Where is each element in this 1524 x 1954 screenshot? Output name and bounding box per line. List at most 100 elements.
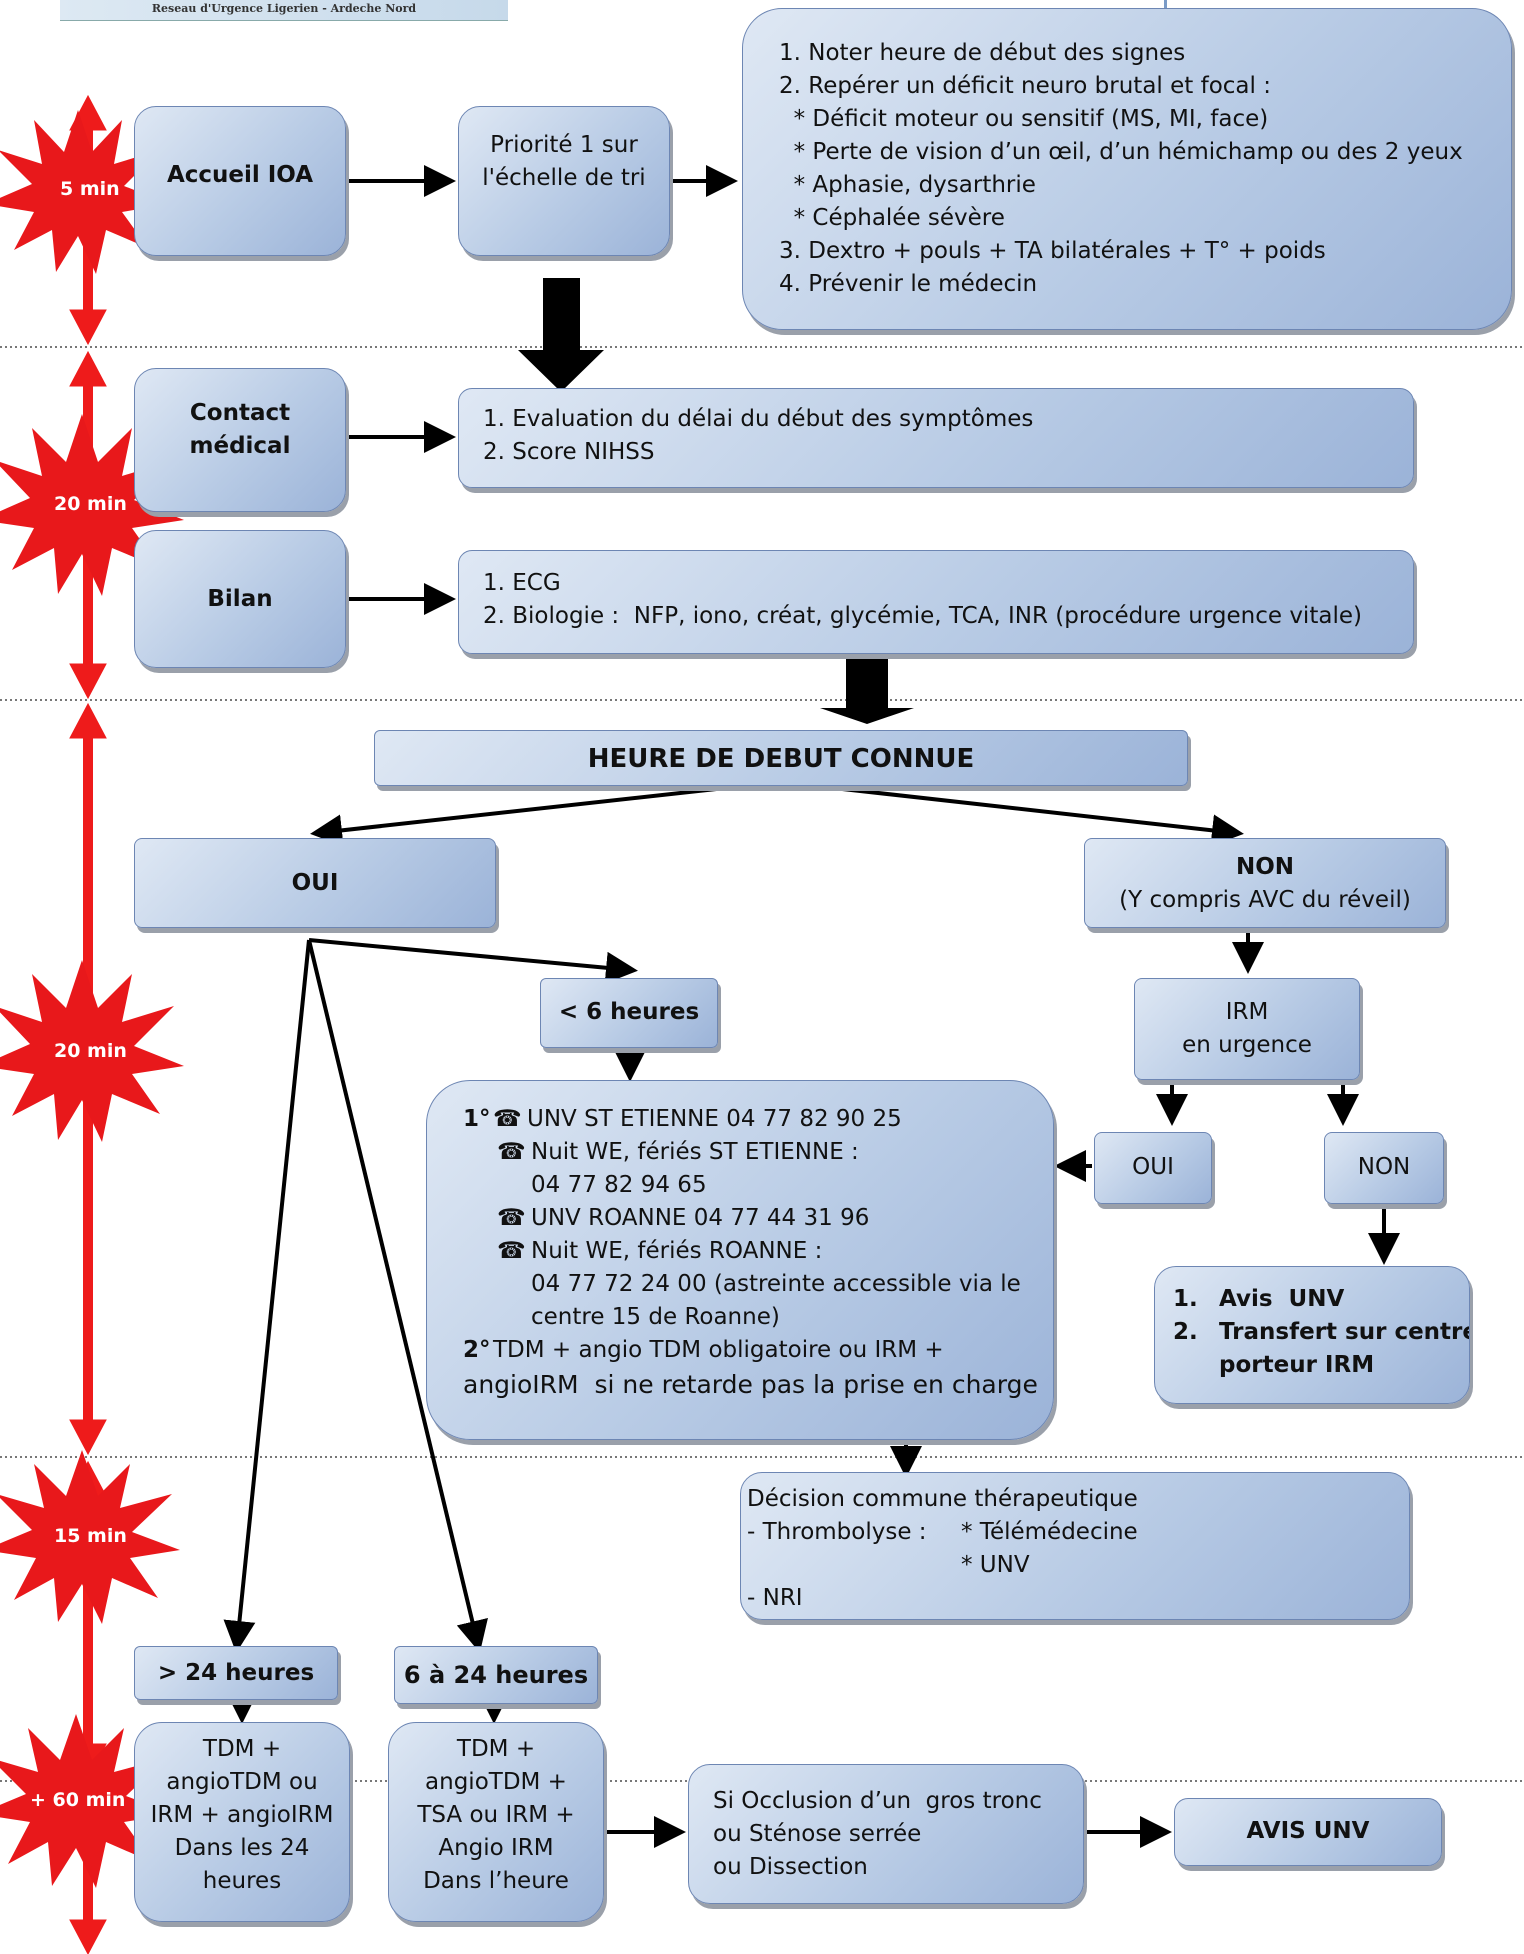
timeline-label-60min: + 60 min <box>30 1789 126 1811</box>
occlusion-box: Si Occlusion d’un gros tronc ou Sténose … <box>688 1764 1084 1904</box>
tdm1-line2: angioTDM ou <box>166 1769 318 1795</box>
decision-line1: Décision commune thérapeutique <box>747 1486 1138 1512</box>
tdm2-line1: TDM + <box>456 1736 536 1762</box>
step-2c: * Aphasie, dysarthrie <box>779 172 1036 198</box>
burst-20min-b <box>0 960 184 1142</box>
accueil-box: Accueil IOA <box>134 106 346 256</box>
bilan-box: Bilan <box>134 530 346 668</box>
arrow-oui-6-24 <box>307 939 488 1653</box>
avis-num2: 2. <box>1173 1319 1198 1345</box>
heure-connue-label: HEURE DE DEBUT CONNUE <box>587 744 975 774</box>
bilan-detail-line1: 1. ECG <box>483 570 561 596</box>
non-line2: (Y compris AVC du réveil) <box>1119 887 1411 913</box>
tdm2-line4: Angio IRM <box>438 1835 554 1861</box>
accueil-label: Accueil IOA <box>166 162 314 188</box>
avis-transfert-box: 1. Avis UNV 2. Transfert sur centre port… <box>1154 1266 1470 1404</box>
oui-label: OUI <box>291 870 339 896</box>
decision-box: Décision commune thérapeutique - Thrombo… <box>740 1472 1410 1620</box>
tdm1-line5: heures <box>202 1868 282 1894</box>
irm-non-box: NON <box>1324 1132 1444 1204</box>
bilan-label: Bilan <box>207 586 273 612</box>
non-line1: NON <box>1235 854 1295 880</box>
contacts-step2-num: 2° <box>463 1337 491 1363</box>
step-2d: * Céphalée sévère <box>779 205 1005 231</box>
avis-line3: porteur IRM <box>1219 1352 1375 1378</box>
step-3: 3. Dextro + pouls + TA bilatérales + T° … <box>779 238 1326 264</box>
unv-roanne: UNV ROANNE 04 77 44 31 96 <box>531 1205 870 1231</box>
decision-telemedecine: * Télémédecine <box>961 1519 1138 1545</box>
tdm2-line5: Dans l’heure <box>423 1868 569 1894</box>
unv-st-etienne: UNV ST ETIENNE 04 77 82 90 25 <box>527 1106 902 1132</box>
irm-oui-label: OUI <box>1132 1154 1174 1180</box>
avis-unv-label: AVIS UNV <box>1246 1818 1370 1844</box>
decision-unv: * UNV <box>961 1552 1030 1578</box>
burst-15min <box>0 1450 180 1624</box>
h6-24-box: 6 à 24 heures <box>394 1646 598 1704</box>
h6-24-label: 6 à 24 heures <box>403 1661 589 1689</box>
non-box: NON (Y compris AVC du réveil) <box>1084 838 1446 928</box>
night-st-etienne-number: 04 77 82 94 65 <box>531 1172 707 1198</box>
priorite-box: Priorité 1 sur l'échelle de tri <box>458 106 670 256</box>
evaluation-line1: 1. Evaluation du délai du début des symp… <box>483 406 1034 432</box>
evaluation-line2: 2. Score NIHSS <box>483 439 655 465</box>
moins-6h-box: < 6 heures <box>540 978 718 1048</box>
sup-24h-label: > 24 heures <box>157 1660 315 1686</box>
occlusion-line2: ou Sténose serrée <box>713 1821 922 1847</box>
step-2a: * Déficit moteur ou sensitif (MS, MI, fa… <box>779 106 1269 132</box>
arrow-oui-6h <box>308 938 638 984</box>
irm-line2: en urgence <box>1182 1032 1312 1058</box>
step-2b: * Perte de vision d’un œil, d’un hémicha… <box>779 139 1463 165</box>
night-roanne-note: centre 15 de Roanne) <box>531 1304 780 1330</box>
occlusion-line3: ou Dissection <box>713 1854 868 1880</box>
contact-line1: Contact <box>189 400 291 426</box>
tdm-6-24h-box: TDM + angioTDM + TSA ou IRM + Angio IRM … <box>388 1722 604 1922</box>
network-label: Reseau d'Urgence Ligerien - Ardeche Nord <box>151 2 417 15</box>
timeline-label-20min-a: 20 min <box>54 493 127 515</box>
phone-icon: ☎ <box>493 1106 522 1132</box>
bilan-detail-line2: 2. Biologie : NFP, iono, créat, glycémie… <box>483 603 1362 629</box>
big-arrow-2 <box>820 658 914 724</box>
occlusion-line1: Si Occlusion d’un gros tronc <box>713 1788 1042 1814</box>
header-divider <box>1164 0 1167 12</box>
step-2: 2. Repérer un déficit neuro brutal et fo… <box>779 73 1271 99</box>
arrow-heure-non <box>779 780 1244 847</box>
avis-line1: Avis UNV <box>1219 1286 1345 1312</box>
evaluation-box: 1. Evaluation du délai du début des symp… <box>458 388 1414 488</box>
night-st-etienne: Nuit WE, fériés ST ETIENNE : <box>531 1139 859 1165</box>
irm-box: IRM en urgence <box>1134 978 1360 1080</box>
tdm1-line3: IRM + angioIRM <box>150 1802 334 1828</box>
phone-icon: ☎ <box>497 1238 526 1264</box>
step-4: 4. Prévenir le médecin <box>779 271 1038 297</box>
sup-24h-box: > 24 heures <box>134 1646 338 1700</box>
timeline-label-5min: 5 min <box>60 178 120 200</box>
irm-line1: IRM <box>1225 999 1269 1025</box>
arrow-oui-24 <box>223 939 311 1653</box>
irm-oui-box: OUI <box>1094 1132 1212 1204</box>
arrow-heure-oui <box>310 780 781 847</box>
phone-icon: ☎ <box>497 1139 526 1165</box>
heure-connue-box: HEURE DE DEBUT CONNUE <box>374 730 1188 786</box>
timeline-label-20min-b: 20 min <box>54 1040 127 1062</box>
burst-60min <box>0 1714 174 1888</box>
avis-line2: Transfert sur centre <box>1219 1319 1470 1345</box>
big-arrow-1 <box>518 278 604 392</box>
imaging-line2: angioIRM si ne retarde pas la prise en c… <box>463 1370 1038 1399</box>
first-steps-box: 1. Noter heure de début des signes 2. Re… <box>742 8 1512 330</box>
avis-num1: 1. <box>1173 1286 1198 1312</box>
burst-5min <box>0 110 170 274</box>
contact-line2: médical <box>189 433 291 459</box>
oui-box: OUI <box>134 838 496 928</box>
tdm-24h-box: TDM + angioTDM ou IRM + angioIRM Dans le… <box>134 1722 350 1922</box>
tdm2-line2: angioTDM + <box>425 1769 567 1795</box>
tdm1-line1: TDM + <box>202 1736 282 1762</box>
tdm2-line3: TSA ou IRM + <box>417 1802 575 1828</box>
network-logo-banner: Reseau d'Urgence Ligerien - Ardeche Nord <box>60 0 508 21</box>
contact-box: Contact médical <box>134 368 346 512</box>
avis-unv-box: AVIS UNV <box>1174 1798 1442 1866</box>
step-1: 1. Noter heure de début des signes <box>779 40 1186 66</box>
moins-6h-label: < 6 heures <box>558 999 700 1025</box>
bilan-detail-box: 1. ECG 2. Biologie : NFP, iono, créat, g… <box>458 550 1414 654</box>
decision-thrombolyse: - Thrombolyse : <box>747 1519 927 1545</box>
imaging-line1: TDM + angio TDM obligatoire ou IRM + <box>493 1337 944 1363</box>
priorite-line1: Priorité 1 sur <box>490 132 638 158</box>
